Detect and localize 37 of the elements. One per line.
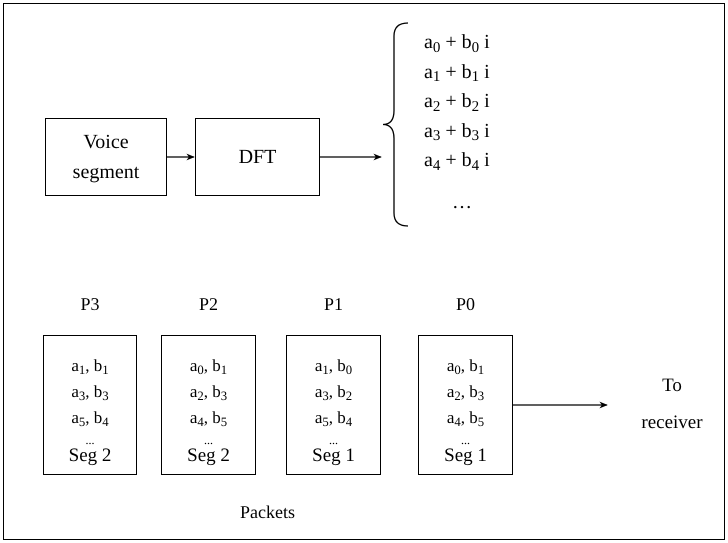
ellipsis: … <box>452 190 472 212</box>
caption-label: Packets <box>240 501 295 524</box>
segment-label: Seg 1 <box>444 445 487 466</box>
coefficient-pair: a$_{1}$, b$_{1}$ <box>71 356 109 375</box>
packet-title: P2 <box>198 293 218 316</box>
coefficient-pair: a$_{5}$, b$_{4}$ <box>71 408 109 427</box>
receiver-label: To receiver <box>640 374 704 435</box>
process-box: Voice segment <box>45 118 167 196</box>
complex-coefficient: a$_{1}$ + b$_{1}$ i <box>424 60 490 82</box>
coefficient-pair: a$_{2}$, b$_{3}$ <box>446 382 484 401</box>
coefficient-pair: a$_{4}$, b$_{5}$ <box>446 408 484 427</box>
packet-title: P1 <box>324 293 343 316</box>
segment-label: Seg 1 <box>312 445 355 466</box>
coefficient-pair: a$_{4}$, b$_{5}$ <box>190 408 228 427</box>
packet-title: P3 <box>80 293 100 316</box>
segment-label: Seg 2 <box>187 445 230 466</box>
coefficient-pair: a$_{3}$, b$_{2}$ <box>314 382 352 401</box>
arrow <box>513 402 608 408</box>
coefficient-pair: a$_{1}$, b$_{0}$ <box>314 356 352 375</box>
ellipsis: ... <box>329 433 338 447</box>
arrow <box>320 154 382 160</box>
ellipsis: ... <box>461 433 470 447</box>
complex-coefficient: a$_{4}$ + b$_{4}$ i <box>424 149 490 171</box>
complex-coefficient: a$_{2}$ + b$_{2}$ i <box>424 90 490 112</box>
coefficient-pair: a$_{2}$, b$_{3}$ <box>190 382 228 401</box>
segment-label: Seg 2 <box>68 445 112 466</box>
coefficient-pair: a$_{0}$, b$_{1}$ <box>446 356 484 375</box>
packet-title: P0 <box>456 293 475 316</box>
arrow <box>167 154 195 160</box>
complex-coefficient: a$_{0}$ + b$_{0}$ i <box>424 31 490 53</box>
complex-coefficient: a$_{3}$ + b$_{3}$ i <box>424 120 490 142</box>
coefficient-pair: a$_{3}$, b$_{3}$ <box>71 382 109 401</box>
ellipsis: ... <box>86 433 94 447</box>
coefficient-pair: a$_{5}$, b$_{4}$ <box>314 408 352 427</box>
process-box: DFT <box>195 118 320 196</box>
coefficient-pair: a$_{0}$, b$_{1}$ <box>190 356 228 375</box>
ellipsis: ... <box>204 433 213 447</box>
